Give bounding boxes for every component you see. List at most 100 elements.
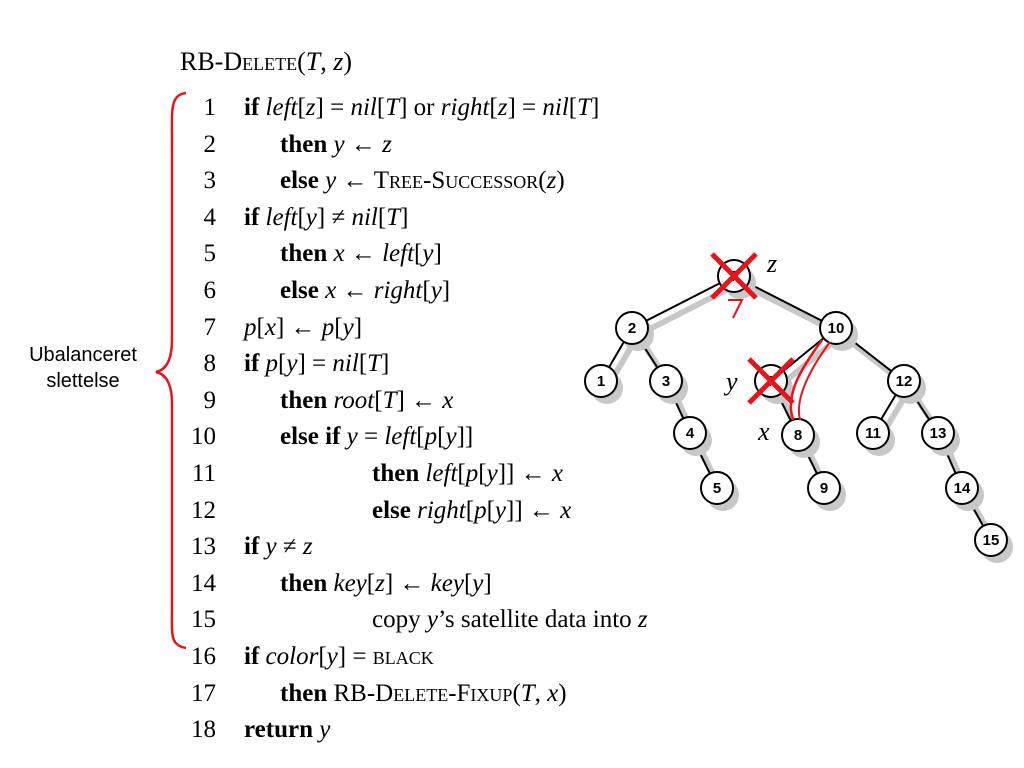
code-token: [ xyxy=(437,423,446,451)
code-token: [ xyxy=(278,350,287,378)
code-token: z xyxy=(637,606,648,634)
code-token: ( xyxy=(538,167,547,195)
line-number: 10 xyxy=(191,423,216,451)
code-token: [ xyxy=(318,643,327,670)
title-sep: , xyxy=(320,47,334,76)
code-token: x xyxy=(325,277,337,304)
code-token: [ xyxy=(376,94,386,121)
code-token: [ xyxy=(416,423,425,451)
delete-cross-mark xyxy=(747,357,795,405)
code-token: left xyxy=(384,423,417,451)
code-token: if xyxy=(244,94,266,121)
code-token: ]] ← xyxy=(506,496,561,524)
line-number: 7 xyxy=(203,313,217,341)
code-token: y xyxy=(426,606,438,634)
code-token: ] xyxy=(353,313,363,341)
title-arg-z: z xyxy=(333,47,344,76)
tree-edge xyxy=(631,275,735,329)
code-token: ] ≠ xyxy=(316,203,352,231)
code-token: p xyxy=(244,313,257,341)
code-token: ] ← xyxy=(384,569,431,597)
code-token: root xyxy=(333,386,375,414)
code-token: p xyxy=(474,496,487,524)
code-token: [ xyxy=(297,94,306,121)
line-number: 17 xyxy=(191,679,216,707)
code-token: ] xyxy=(441,277,451,304)
var-label-y: y xyxy=(723,367,738,396)
side-label-line1: Ubalanceret xyxy=(29,344,137,366)
code-token: y xyxy=(333,130,345,158)
code-token: ≠ xyxy=(276,533,303,561)
node-label: 1 xyxy=(597,373,605,390)
code-token: then xyxy=(280,240,334,268)
code-token: [ xyxy=(489,94,498,121)
code-token: p xyxy=(465,460,479,487)
code-token: ] xyxy=(591,94,600,121)
code-token: if xyxy=(244,533,266,561)
tree-node-13 xyxy=(921,416,955,450)
relink-curve-outer xyxy=(789,339,824,421)
code-token: ’s satellite data into xyxy=(437,606,638,634)
line-number: 6 xyxy=(203,277,217,304)
code-token: [ xyxy=(377,203,387,231)
node-label: 10 xyxy=(828,320,845,337)
node-label: 14 xyxy=(954,480,971,497)
code-token: [ xyxy=(568,94,578,121)
code-token: nil xyxy=(332,350,359,378)
code-token: z xyxy=(382,130,392,158)
line-text: else if y = left[p[y]] xyxy=(280,419,473,455)
code-token: return xyxy=(244,716,320,744)
code-token: x xyxy=(551,460,563,487)
var-label-x: x xyxy=(757,417,770,446)
code-token: right xyxy=(417,496,466,524)
code-token: if xyxy=(244,350,266,378)
code-token: ( xyxy=(512,679,521,707)
code-token: y xyxy=(342,313,354,341)
var-label-z: z xyxy=(766,249,777,278)
code-token: right xyxy=(440,94,490,121)
line-text: then y ← z xyxy=(280,127,392,163)
code-token: ] = xyxy=(337,643,373,670)
line-number: 4 xyxy=(203,203,217,231)
bracket-brace xyxy=(155,91,187,650)
tree-node-1 xyxy=(584,364,618,398)
code-token: Delete-Fixup xyxy=(375,679,513,707)
procedure-title: RB-Delete(T, z) xyxy=(180,47,352,77)
node-label: 5 xyxy=(713,480,721,497)
deletion-marks xyxy=(710,252,831,421)
line-number: 9 xyxy=(203,386,217,414)
code-token: x xyxy=(442,386,454,414)
code-token: z xyxy=(305,94,316,121)
code-token: T xyxy=(385,94,400,121)
code-token: copy xyxy=(372,606,427,634)
code-token: black xyxy=(372,643,434,670)
node-label: 4 xyxy=(686,425,695,442)
code-token: nil xyxy=(350,94,377,121)
code-token: left xyxy=(382,240,415,268)
code-token: y xyxy=(346,423,358,451)
tree-node-11 xyxy=(856,416,890,450)
code-token: ]] ← xyxy=(497,460,552,487)
line-text: p[x] ← p[y] xyxy=(244,310,362,346)
delete-cross-mark xyxy=(710,252,758,300)
title-open-paren: ( xyxy=(297,47,306,76)
line-number: 15 xyxy=(191,606,216,634)
tree-node-2 xyxy=(615,311,649,345)
line-text: copy y’s satellite data into z xyxy=(372,602,648,638)
code-token: RB- xyxy=(333,679,376,707)
code-token: ← xyxy=(336,167,374,195)
tree-node-5 xyxy=(700,471,734,505)
line-number: 16 xyxy=(191,643,216,670)
code-token: T xyxy=(520,679,535,707)
code-token: if xyxy=(244,203,266,231)
unbalanced-delete-label: Ubalanceret slettelse xyxy=(8,342,158,394)
node-label: 12 xyxy=(896,373,913,390)
code-token: = xyxy=(357,423,385,451)
code-token: T xyxy=(386,203,401,231)
line-number: 12 xyxy=(191,496,216,524)
code-token: y xyxy=(445,423,457,451)
code-token: then xyxy=(280,679,334,707)
code-token: left xyxy=(265,203,298,231)
code-token: else xyxy=(372,496,418,524)
code-token: ] ← xyxy=(275,313,322,341)
